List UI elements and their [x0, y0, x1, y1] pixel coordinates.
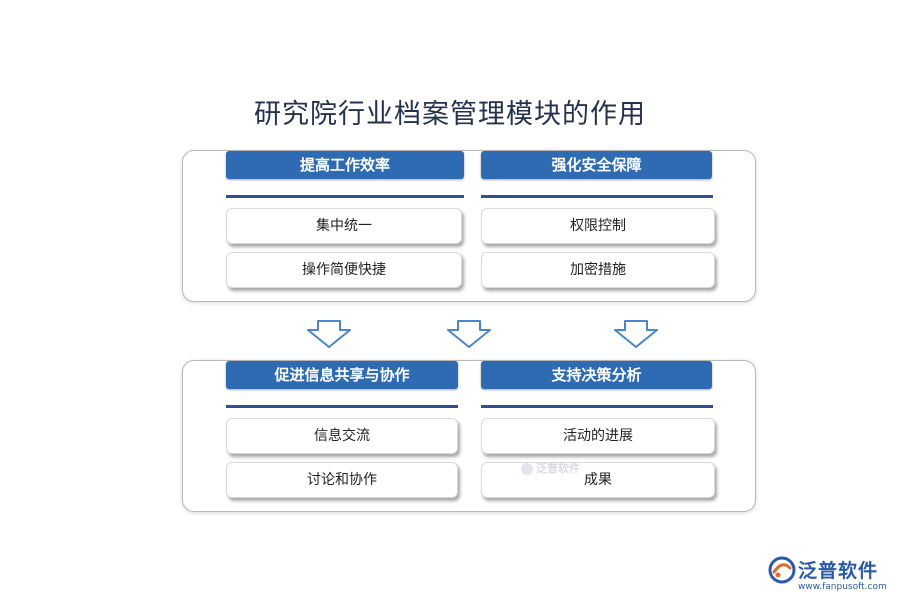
item-permission-control: 权限控制: [481, 208, 715, 244]
header-underline: [226, 195, 464, 198]
down-arrow-icon: [306, 320, 352, 348]
watermark: 泛普软件: [521, 460, 580, 476]
brand-name: 泛普软件: [798, 560, 879, 582]
item-results: 成果: [481, 462, 715, 498]
header-underline: [481, 195, 713, 198]
bottom-panel: 促进信息共享与协作 支持决策分析 信息交流 讨论和协作 活动的进展 成果 泛普软…: [182, 360, 756, 512]
item-easy-operation: 操作简便快捷: [226, 252, 462, 288]
header-underline: [481, 405, 713, 408]
header-underline: [226, 405, 458, 408]
top-panel: 提高工作效率 强化安全保障 集中统一 操作简便快捷 权限控制 加密措施: [182, 150, 756, 302]
header-security: 强化安全保障: [481, 151, 712, 179]
watermark-logo-icon: [521, 463, 533, 475]
item-encryption: 加密措施: [481, 252, 715, 288]
item-centralized: 集中统一: [226, 208, 462, 244]
item-discussion-collaboration: 讨论和协作: [226, 462, 458, 498]
header-efficiency: 提高工作效率: [226, 151, 464, 179]
down-arrow-icon: [446, 320, 492, 348]
item-activity-progress: 活动的进展: [481, 418, 715, 454]
item-info-exchange: 信息交流: [226, 418, 458, 454]
down-arrow-icon: [613, 320, 659, 348]
header-decision-support: 支持决策分析: [481, 361, 712, 389]
brand-url: www.fanpusoft.com: [798, 582, 887, 592]
fanpu-logo-icon: [768, 556, 796, 584]
diagram-title: 研究院行业档案管理模块的作用: [254, 99, 646, 130]
header-info-sharing: 促进信息共享与协作: [226, 361, 458, 389]
brand-logo: 泛普软件 www.fanpusoft.com: [768, 556, 893, 594]
